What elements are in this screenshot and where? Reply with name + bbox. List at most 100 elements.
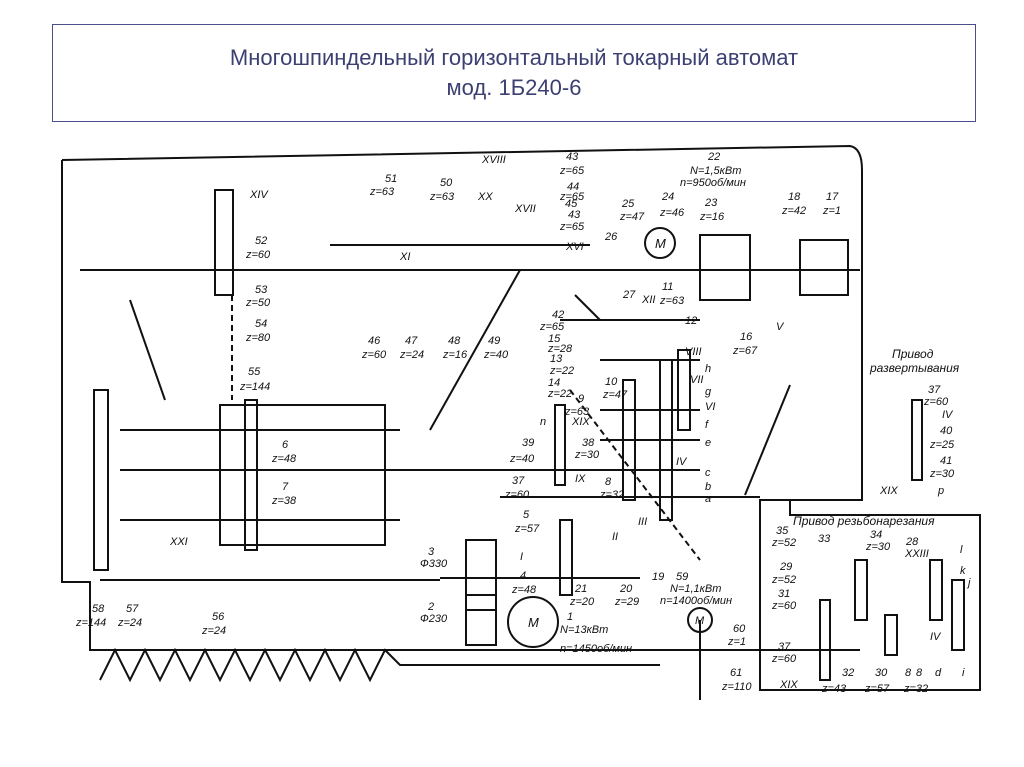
- label-f: f: [705, 419, 709, 431]
- label-z52b: z=52: [771, 574, 796, 586]
- label-42: 42: [552, 309, 564, 321]
- label-4: 4: [520, 570, 526, 582]
- label-52: 52: [255, 235, 267, 247]
- label-privod-razv-2: развертывания: [869, 361, 960, 375]
- label-z20: z=20: [569, 596, 595, 608]
- label-z16a: z=16: [699, 211, 725, 223]
- label-3: 3: [428, 546, 435, 558]
- label-58: 58: [92, 603, 105, 615]
- label-v: V: [776, 321, 785, 333]
- label-z144a: z=144: [239, 381, 270, 393]
- label-50: 50: [440, 177, 453, 189]
- label-12: 12: [685, 315, 697, 327]
- label-n13: N=13кВт: [560, 624, 608, 636]
- label-n950: n=950об/мин: [680, 177, 746, 189]
- diagram-frame: [61, 144, 981, 691]
- label-56: 56: [212, 611, 225, 623]
- label-8c: 8: [916, 667, 923, 679]
- label-61: 61: [730, 667, 742, 679]
- label-z30a: z=30: [929, 468, 955, 480]
- label-iv-c: IV: [930, 631, 942, 643]
- label-z48a: z=48: [271, 453, 297, 465]
- label-h: h: [705, 363, 711, 375]
- label-vi: VI: [705, 401, 715, 413]
- label-z29: z=29: [614, 596, 639, 608]
- label-z46: z=46: [659, 207, 685, 219]
- label-z52a: z=52: [771, 537, 796, 549]
- label-13: 13: [550, 353, 563, 365]
- label-37a: 37: [928, 384, 941, 396]
- label-xxiii: XXIII: [904, 548, 929, 560]
- label-privod-rezb: Привод резьбонарезания: [793, 514, 935, 528]
- label-d330: Ф330: [420, 558, 448, 570]
- label-14: 14: [548, 377, 560, 389]
- label-10: 10: [605, 376, 618, 388]
- label-iii: III: [638, 516, 647, 528]
- label-54: 54: [255, 318, 267, 330]
- label-z60c: z=60: [923, 396, 949, 408]
- label-18: 18: [788, 191, 801, 203]
- label-ii: II: [612, 531, 618, 543]
- label-z16b: z=16: [442, 349, 468, 361]
- label-19: 19: [652, 571, 664, 583]
- label-m3: M: [695, 615, 705, 627]
- label-privod-razv-1: Привод: [892, 347, 934, 361]
- label-z63a: z=63: [369, 186, 395, 198]
- label-i: I: [520, 551, 523, 563]
- label-xii: XII: [641, 294, 655, 306]
- label-z57b: z=57: [864, 683, 890, 695]
- label-60: 60: [733, 623, 746, 635]
- label-m2: M: [655, 236, 666, 251]
- label-xx: XX: [477, 191, 493, 203]
- label-z60d: z=60: [504, 489, 530, 501]
- label-d230: Ф230: [420, 613, 448, 625]
- label-41: 41: [940, 455, 952, 467]
- label-44: 44: [567, 181, 579, 193]
- label-1: 1: [567, 611, 573, 623]
- label-11: 11: [662, 281, 673, 293]
- label-z24b: z=24: [117, 617, 142, 629]
- label-z80: z=80: [245, 332, 271, 344]
- label-p: p: [937, 485, 944, 497]
- label-iv-a: IV: [942, 409, 954, 421]
- label-xviii: XVIII: [481, 154, 506, 166]
- label-z48b: z=48: [511, 584, 537, 596]
- label-xvii: XVII: [514, 203, 536, 215]
- label-z65c: z=65: [559, 221, 585, 233]
- label-g: g: [705, 386, 712, 398]
- label-30: 30: [875, 667, 888, 679]
- label-xi: XI: [399, 251, 410, 263]
- label-k: k: [960, 565, 966, 577]
- label-24: 24: [661, 191, 674, 203]
- label-25: 25: [621, 198, 635, 210]
- label-z24a: z=24: [399, 349, 424, 361]
- label-43b: 43: [568, 209, 581, 221]
- label-z57a: z=57: [514, 523, 540, 535]
- label-7: 7: [282, 481, 289, 493]
- label-35: 35: [776, 525, 789, 537]
- label-j: j: [966, 577, 971, 589]
- label-46: 46: [368, 335, 381, 347]
- label-59: 59: [676, 571, 688, 583]
- label-z144b: z=144: [75, 617, 106, 629]
- label-z22a: z=22: [549, 365, 574, 377]
- label-z65d: z=65: [539, 321, 565, 333]
- label-z65a: z=65: [559, 165, 585, 177]
- label-9: 9: [578, 393, 584, 405]
- label-26: 26: [604, 231, 618, 243]
- label-6: 6: [282, 439, 289, 451]
- label-z110: z=110: [721, 681, 752, 693]
- label-z63b: z=63: [429, 191, 455, 203]
- label-b: b: [705, 481, 711, 493]
- label-33: 33: [818, 533, 831, 545]
- label-40: 40: [940, 425, 953, 437]
- label-z60e: z=60: [771, 600, 797, 612]
- label-z50: z=50: [245, 297, 271, 309]
- label-a: a: [705, 493, 711, 505]
- label-55: 55: [248, 366, 261, 378]
- label-z40b: z=40: [509, 453, 535, 465]
- label-iv-b: IV: [676, 456, 688, 468]
- label-27: 27: [622, 289, 636, 301]
- label-48: 48: [448, 335, 461, 347]
- label-e: e: [705, 437, 711, 449]
